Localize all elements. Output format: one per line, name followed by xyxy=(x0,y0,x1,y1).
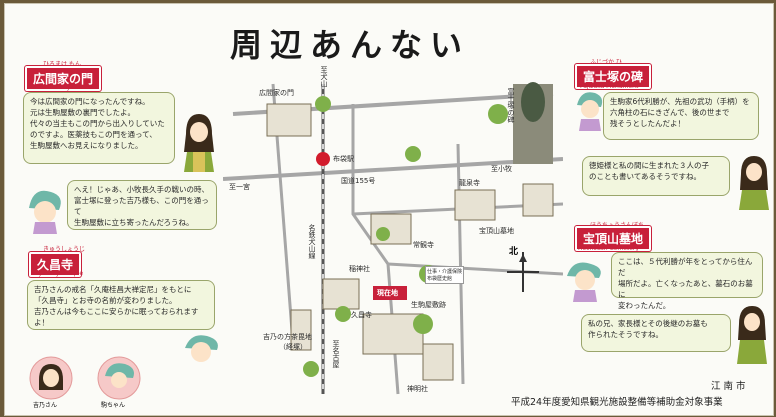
label-ryusenji: 龍泉寺 xyxy=(459,179,480,187)
bubble-line: 元は生駒屋敷の裏門でしたよ。 xyxy=(30,107,135,117)
bubble-line: 場所だよ。亡くなったあと、墓石のお墓に xyxy=(618,278,753,299)
bubble-line: 徳姫様と私の間に生まれた３人の子 xyxy=(589,161,709,170)
mini-sign: 仕事・介護保険 布袋歴史館 xyxy=(425,266,465,284)
kitsuno-character-2 xyxy=(739,156,769,210)
kitsuno-character-3 xyxy=(737,306,767,364)
label-to-inuyama: 至犬山 xyxy=(320,66,328,87)
guide-board: 周辺あんない ひろまけ もん 広間家の門 Hiromaya Gate 今は広間家… xyxy=(4,3,774,416)
section-ruby: ほうちょうさんぼち xyxy=(590,220,644,229)
bubble-line: 私の兄、家長様とその後継のお墓も xyxy=(588,319,708,328)
bubble-line: のですよ。医薬技もこの門を通って、 xyxy=(30,129,157,139)
label-ikoma: 生駒屋敷跡 xyxy=(411,301,446,309)
bubble-line: 「久昌寺」とお寺の名前が変わりました。 xyxy=(34,295,177,305)
label-station: 布袋駅 xyxy=(333,155,354,163)
bubble-line: 今は広間家の門になったんですね。 xyxy=(30,97,150,106)
bubble-line: 富士塚に登った吉乃様も、この門を通って xyxy=(74,195,209,216)
label-hochosan: 宝頂山墓地 xyxy=(479,227,514,235)
section-tag-hiromaya: 広間家の門 xyxy=(25,66,102,91)
koma-character-4 xyxy=(567,262,601,302)
label-meitetsu: 名鉄犬山線 xyxy=(308,224,316,259)
bubble-line: 生駒屋敷に立ち寄ったんだろうね。 xyxy=(74,217,194,227)
label-shrine: 稲神社 xyxy=(349,265,370,273)
speech-bubble: 吉乃さんの戒名「久庵桂昌大禅定尼」をもとに 「久昌寺」とお寺の名前が変わりました… xyxy=(27,280,215,330)
bubble-line: 吉乃さんは今もここに安らかに眠っておられますよ！ xyxy=(34,306,199,327)
koma-character-3 xyxy=(577,92,603,131)
bubble-line: 代々の当主もこの門から出入りしていた xyxy=(30,118,165,128)
bubble-line: 作られたそうですね。 xyxy=(588,329,663,339)
label-fujizuka: 富士塚の碑 xyxy=(507,88,515,123)
bubble-line: 変わったんだ。 xyxy=(618,300,671,310)
section-tag-sub: Hiromaya Gate xyxy=(45,84,91,91)
bubble-line: 吉乃さんの戒名「久庵桂昌大禅定尼」をもとに xyxy=(34,285,192,294)
section-tag-sub: Hochosan Cemetery xyxy=(578,245,639,252)
north-label: 北 xyxy=(509,247,519,257)
speech-bubble: 今は広間家の門になったんですね。 元は生駒屋敷の裏門でしたよ。 代々の当主もこの… xyxy=(23,92,175,164)
character-medallion-koma: 駒ちゃん xyxy=(95,356,143,409)
map-roads xyxy=(223,82,563,395)
area-map: 広間家の門 至犬山 布袋駅 国道155号 至一宮 名鉄犬山線 富士塚の碑 龍泉寺… xyxy=(223,64,563,406)
section-ruby: ふじづか ひ xyxy=(590,59,622,66)
page-title: 周辺あんない xyxy=(230,26,471,64)
section-tag-kyushoji: 久昌寺 xyxy=(29,252,82,277)
label-route155: 国道155号 xyxy=(341,177,376,185)
character-name: 吉乃さん xyxy=(33,402,58,409)
label-kyushoji: 久昌寺 xyxy=(351,311,372,319)
funding-credit: 平成24年度愛知県観光施設整備等補助金対象事業 xyxy=(511,397,723,408)
bubble-line: 残そうとしたんだよ！ xyxy=(610,118,685,128)
speech-bubble: 生駒家6代利勝が、先祖の武功（手柄）を 六角柱の石にきざんで、後の世まで 残そう… xyxy=(603,92,759,140)
section-tag-sub: Fujizuka Monument xyxy=(580,83,639,90)
speech-bubble: へえ！じゃあ、小牧長久手の戦いの時、 富士塚に登った吉乃様も、この門を通って 生… xyxy=(67,180,217,230)
city-name: 江 南 市 xyxy=(711,381,746,392)
label-kitsuno-grave: 吉乃の方茶毘地 xyxy=(263,333,312,341)
bubble-line: 生駒家6代利勝が、先祖の武功（手柄）を xyxy=(610,97,750,106)
label-jizoji: 常観寺 xyxy=(413,241,434,249)
character-name: 駒ちゃん xyxy=(101,402,126,409)
koma-character-2 xyxy=(185,335,218,362)
section-tag-fujizuka: 富士塚の碑 xyxy=(575,64,652,89)
bubble-line: のことも書いてあるそうですね。 xyxy=(589,171,702,181)
label-kitsuno-sub: （経塚） xyxy=(279,343,307,351)
label-shinmei: 神明社 xyxy=(407,385,428,393)
section-tag-hochosan: 宝頂山墓地 xyxy=(575,226,652,251)
speech-bubble: 私の兄、家長様とその後継のお墓も 作られたそうですね。 xyxy=(581,314,731,352)
label-to-nagoya: 至名古屋 xyxy=(332,340,340,368)
kitsuno-portrait-icon xyxy=(29,356,73,400)
bubble-line: 六角柱の石にきざんで、後の世まで xyxy=(610,107,730,117)
bubble-line: ここは、５代利勝が年をとってから住んだ xyxy=(618,257,753,277)
kitsuno-character-1 xyxy=(184,114,214,172)
label-current-location: 現在地 xyxy=(377,289,398,297)
section-tag-sub: Kyushoji Temple xyxy=(35,270,84,277)
label-hiromaya-gate: 広間家の門 xyxy=(259,89,294,97)
koma-character-1 xyxy=(29,190,61,234)
koma-portrait-icon xyxy=(97,356,141,400)
bubble-line: 生駒屋敷へお見えになりました。 xyxy=(30,140,143,150)
section-ruby: きゅうしょうじ xyxy=(43,246,86,253)
label-to-ichinomiya: 至一宮 xyxy=(229,183,250,191)
label-to-komaki: 至小牧 xyxy=(491,165,512,173)
speech-bubble: ここは、５代利勝が年をとってから住んだ 場所だよ。亡くなったあと、墓石のお墓に … xyxy=(611,252,763,310)
character-medallion-kitsuno: 吉乃さん xyxy=(27,356,75,409)
bubble-line: へえ！じゃあ、小牧長久手の戦いの時、 xyxy=(74,185,209,194)
speech-bubble: 徳姫様と私の間に生まれた３人の子 のことも書いてあるそうですね。 xyxy=(582,156,730,196)
section-ruby: ひろまけ もん xyxy=(43,61,81,68)
